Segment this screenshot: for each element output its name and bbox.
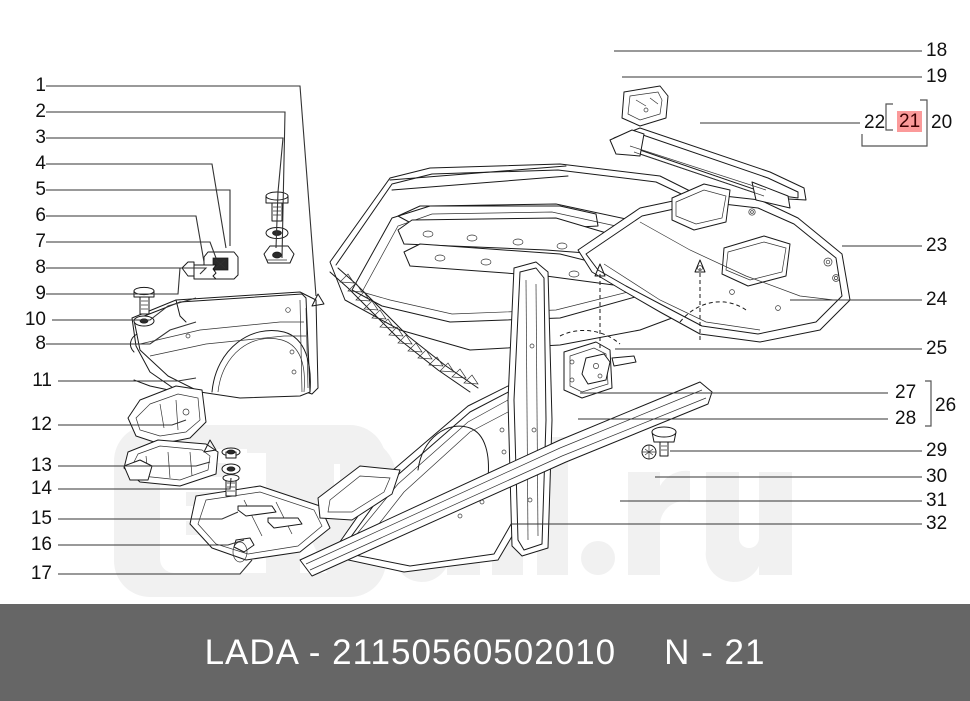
callout-left-4[interactable]: 4 — [35, 153, 46, 174]
callout-left-8[interactable]: 8 — [35, 257, 46, 278]
rocker-sill-beam — [299, 381, 713, 577]
callout-right-18[interactable]: 18 — [926, 40, 948, 61]
callout-right-30[interactable]: 30 — [926, 466, 948, 487]
callout-right-22[interactable]: 22 — [864, 112, 886, 133]
footer-bar: LADA - 21150560502010 N - 21 — [0, 604, 970, 701]
fastener-washer-3 — [133, 315, 155, 327]
diagram-canvas: 1 2 3 4 5 6 7 8 9 10 8 11 12 13 14 15 16… — [24, 40, 957, 597]
fastener-washer-4 — [221, 463, 241, 475]
fastener-bolt-2 — [133, 286, 155, 315]
rear-bracket-small — [621, 85, 669, 127]
callout-right-24[interactable]: 24 — [926, 289, 948, 310]
bracket-group-20 — [861, 99, 928, 147]
callout-left-5[interactable]: 5 — [35, 179, 46, 200]
callout-left-17[interactable]: 17 — [30, 563, 52, 584]
callout-left-16[interactable]: 16 — [30, 534, 52, 555]
callout-right-26[interactable]: 26 — [935, 395, 957, 416]
windscreen-clip-strip — [329, 267, 479, 393]
callout-right-20[interactable]: 20 — [931, 112, 953, 133]
callout-right-31[interactable]: 31 — [926, 490, 948, 511]
callout-right-23[interactable]: 23 — [926, 235, 948, 256]
splash-shield-upper — [123, 439, 219, 487]
leader-lines — [46, 50, 932, 575]
detail-arrows — [203, 259, 747, 453]
callout-left-6[interactable]: 6 — [35, 205, 46, 226]
callout-left-3[interactable]: 3 — [35, 127, 46, 148]
leader-lines-left — [46, 85, 317, 575]
callout-left-13[interactable]: 13 — [30, 455, 52, 476]
fastener-screw-1 — [181, 261, 217, 280]
door-striker-plate — [559, 330, 637, 399]
callout-right-29[interactable]: 29 — [926, 440, 948, 461]
callout-left-8b[interactable]: 8 — [35, 333, 46, 354]
car-body-line-art — [123, 85, 851, 577]
callout-left-9[interactable]: 9 — [35, 283, 46, 304]
callout-left-14[interactable]: 14 — [30, 478, 52, 499]
callout-right-21-highlighted[interactable]: 21 — [897, 111, 923, 132]
footer-text-group: LADA - 21150560502010 N - 21 — [205, 633, 766, 673]
front-fender-panel — [129, 291, 319, 399]
callout-left-7[interactable]: 7 — [35, 231, 46, 252]
rear-cross-member — [609, 127, 807, 209]
wheel-house-liner — [127, 385, 207, 445]
callout-right-32[interactable]: 32 — [926, 513, 948, 534]
part-number-label: LADA - 21150560502010 — [204, 632, 617, 672]
callout-right-25[interactable]: 25 — [926, 338, 948, 359]
sheet-code-label: N - 21 — [664, 632, 766, 672]
striker-bolt — [641, 426, 677, 460]
callout-right-19[interactable]: 19 — [926, 66, 948, 87]
fastener-clip-nut-1 — [263, 245, 295, 264]
callout-left-12[interactable]: 12 — [30, 414, 52, 435]
rear-quarter-panel — [577, 183, 851, 343]
callout-left-2[interactable]: 2 — [35, 101, 46, 122]
callout-left-15[interactable]: 15 — [30, 508, 52, 529]
callout-left-10[interactable]: 10 — [24, 309, 46, 330]
fastener-bolt-3 — [221, 447, 241, 459]
callout-right-27[interactable]: 27 — [895, 382, 917, 403]
callout-right-28[interactable]: 28 — [895, 408, 917, 429]
callout-left-1[interactable]: 1 — [35, 75, 46, 96]
callout-left-11[interactable]: 11 — [32, 370, 52, 391]
leader-lines-right — [512, 50, 922, 525]
bracket-group-26 — [925, 380, 932, 427]
